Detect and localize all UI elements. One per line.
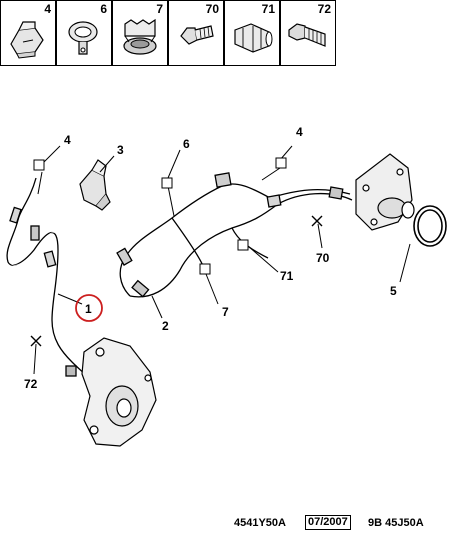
callout-4-right: 4: [296, 125, 303, 139]
screw-icon: [180, 25, 214, 45]
callout-2: 2: [162, 319, 169, 333]
legend-cell-7: 7: [112, 0, 168, 66]
hose-clip-icon: [234, 23, 273, 53]
callout-1: 1: [85, 302, 92, 316]
highlight-circle: [75, 294, 103, 322]
fastener-markers: [33, 157, 287, 275]
legend-cell-70: 70: [168, 0, 224, 66]
reference-model: 9B 45J50A: [368, 517, 424, 529]
legend-number: 70: [205, 2, 219, 16]
callout-5: 5: [390, 284, 397, 298]
callout-4-left: 4: [64, 133, 71, 147]
clip-3: [79, 159, 111, 211]
reference-code: 4541Y50A: [234, 517, 286, 529]
cable-clip-icon: [68, 21, 98, 55]
legend-cell-71: 71: [224, 0, 280, 66]
legend-cell-72: 72: [280, 0, 336, 66]
screw-marks: [30, 215, 323, 347]
callout-3: 3: [117, 143, 124, 157]
legend-cell-4: 4: [0, 0, 56, 66]
legend-number: 4: [44, 2, 51, 16]
grommet-holder-icon: [123, 18, 157, 55]
legend-number: 7: [156, 2, 163, 16]
sensor-ring-5: [413, 205, 447, 247]
callout-70: 70: [316, 251, 330, 265]
legend-cell-6: 6: [56, 0, 112, 66]
callout-6: 6: [183, 137, 190, 151]
bolt-icon: [288, 23, 326, 47]
legend-number: 6: [100, 2, 107, 16]
clip-fastener-icon: [10, 21, 44, 59]
reference-footer: 4541Y50A 07/2007 9B 45J50A: [0, 512, 450, 534]
callout-7: 7: [222, 305, 229, 319]
steering-knuckle-left: [81, 337, 157, 447]
parts-legend: 4 6 7 70 71: [0, 0, 450, 67]
legend-number: 71: [261, 2, 275, 16]
wheel-hub-right: [355, 153, 415, 231]
legend-number: 72: [317, 2, 331, 16]
leader-lines: [33, 145, 411, 375]
sensor-cable-left: [6, 177, 94, 383]
callout-71: 71: [280, 269, 294, 283]
callout-72: 72: [24, 377, 38, 391]
reference-date: 07/2007: [305, 515, 351, 530]
sensor-cable-main: [116, 172, 353, 298]
